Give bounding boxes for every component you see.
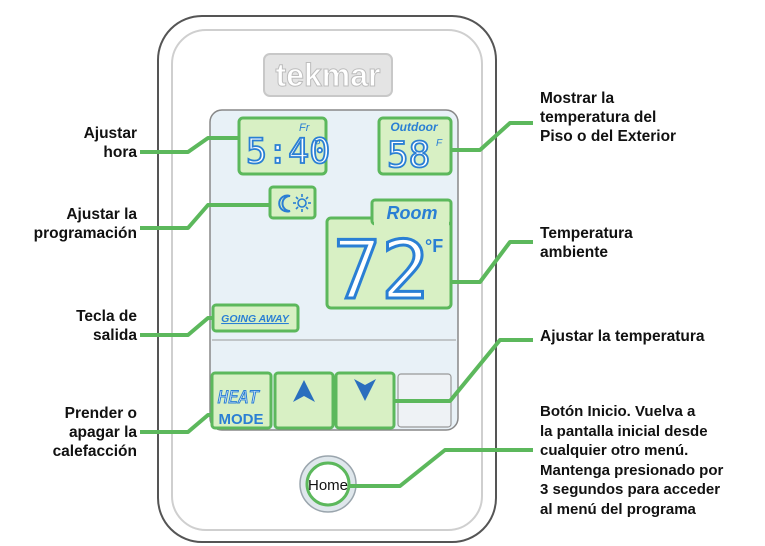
time-box [237,116,328,176]
leader-away [140,316,213,337]
outdoor-label: Outdoor [390,120,439,134]
leader-schedule [140,203,270,230]
brand-logo: tekmar [276,57,381,93]
time-display: 5:40 [246,132,330,172]
callout-home-button: Botón Inicio. Vuelva a la pantalla inici… [540,403,724,518]
mode-label: MODE [219,411,264,428]
room-label: Room [387,203,438,223]
leader-set-temp [394,338,533,403]
callout-room-temp: Temperatura ambiente [540,225,633,261]
outdoor-unit: F [436,138,443,149]
heat-indicator: HEAT [217,388,261,408]
moon-icon [278,194,291,213]
leader-home [350,448,533,488]
callout-away-key: Tecla de salida [76,308,137,344]
callout-set-temp: Ajustar la temperatura [540,328,705,345]
time-suffix: P [314,139,321,150]
leader-room [451,240,533,284]
callout-set-schedule: Ajustar la programación [33,206,137,242]
leader-set-time [140,136,239,154]
sun-icon [293,194,311,212]
going-away-label: GOING AWAY [221,313,290,325]
callout-show-floor-outdoor: Mostrar la temperatura del Piso o del Ex… [540,90,677,145]
outdoor-value: 58 [387,135,430,176]
leader-outdoor [451,121,533,152]
callout-heat-toggle: Prender o apagar la calefacción [52,405,137,460]
leader-heat [140,413,212,434]
arrow-down-icon [354,379,376,401]
arrow-up-icon [293,380,315,402]
home-label: Home [308,477,348,494]
leader-lines [140,121,533,488]
callout-set-time: Ajustar hora [83,125,137,161]
temp-up-button[interactable] [273,371,335,430]
day-indicator: Fr [299,122,311,134]
room-temp-unit: °F [425,236,443,256]
home-button[interactable] [305,461,351,507]
outdoor-box [377,116,453,176]
room-temp-value: 72 [333,224,429,317]
brand-logo-badge [263,53,393,97]
mode-button[interactable] [210,371,273,430]
